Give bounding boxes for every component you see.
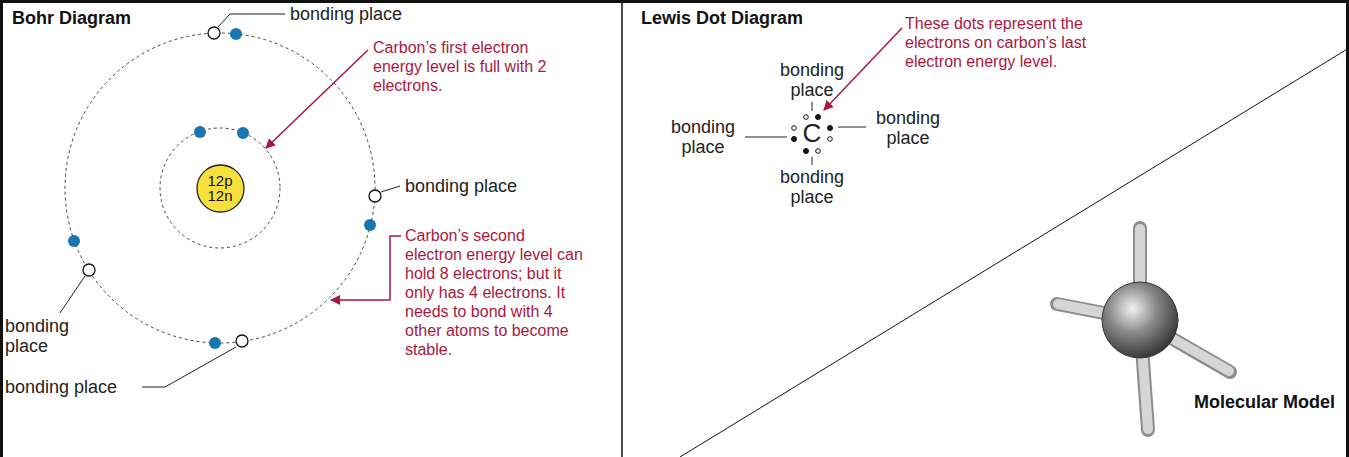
panel-heading: Bohr Diagram — [12, 8, 131, 28]
note-text: Carbon’s first electron energy level is … — [373, 38, 551, 95]
note-text: These dots represent the electrons on ca… — [905, 14, 1120, 71]
panel-heading: Lewis Dot Diagram — [641, 8, 803, 28]
bonding-label: bonding place — [772, 167, 852, 207]
lewis-dots — [792, 115, 833, 154]
leader-lines — [60, 14, 400, 387]
bonding-label: bonding place — [5, 316, 85, 356]
orbits — [65, 33, 375, 343]
lewis-leaders — [745, 102, 866, 165]
element-symbol: C — [797, 118, 827, 148]
bonding-label: bonding place — [290, 4, 402, 24]
red-arrows — [266, 28, 902, 300]
electrons — [68, 28, 376, 349]
note-text: Carbon’s second electron energy level ca… — [405, 226, 583, 359]
bonding-label: bonding place — [868, 108, 948, 148]
panel-heading: Molecular Model — [1135, 392, 1335, 412]
bonding-label: bonding place — [663, 117, 743, 157]
nucleus-text: 12p 12n — [205, 173, 235, 203]
bonding-label: bonding place — [772, 60, 852, 100]
bonding-label: bonding place — [405, 176, 517, 196]
nucleus: 12p 12n — [196, 164, 245, 213]
bonding-label: bonding place — [5, 377, 117, 397]
bonding-places — [83, 27, 381, 347]
